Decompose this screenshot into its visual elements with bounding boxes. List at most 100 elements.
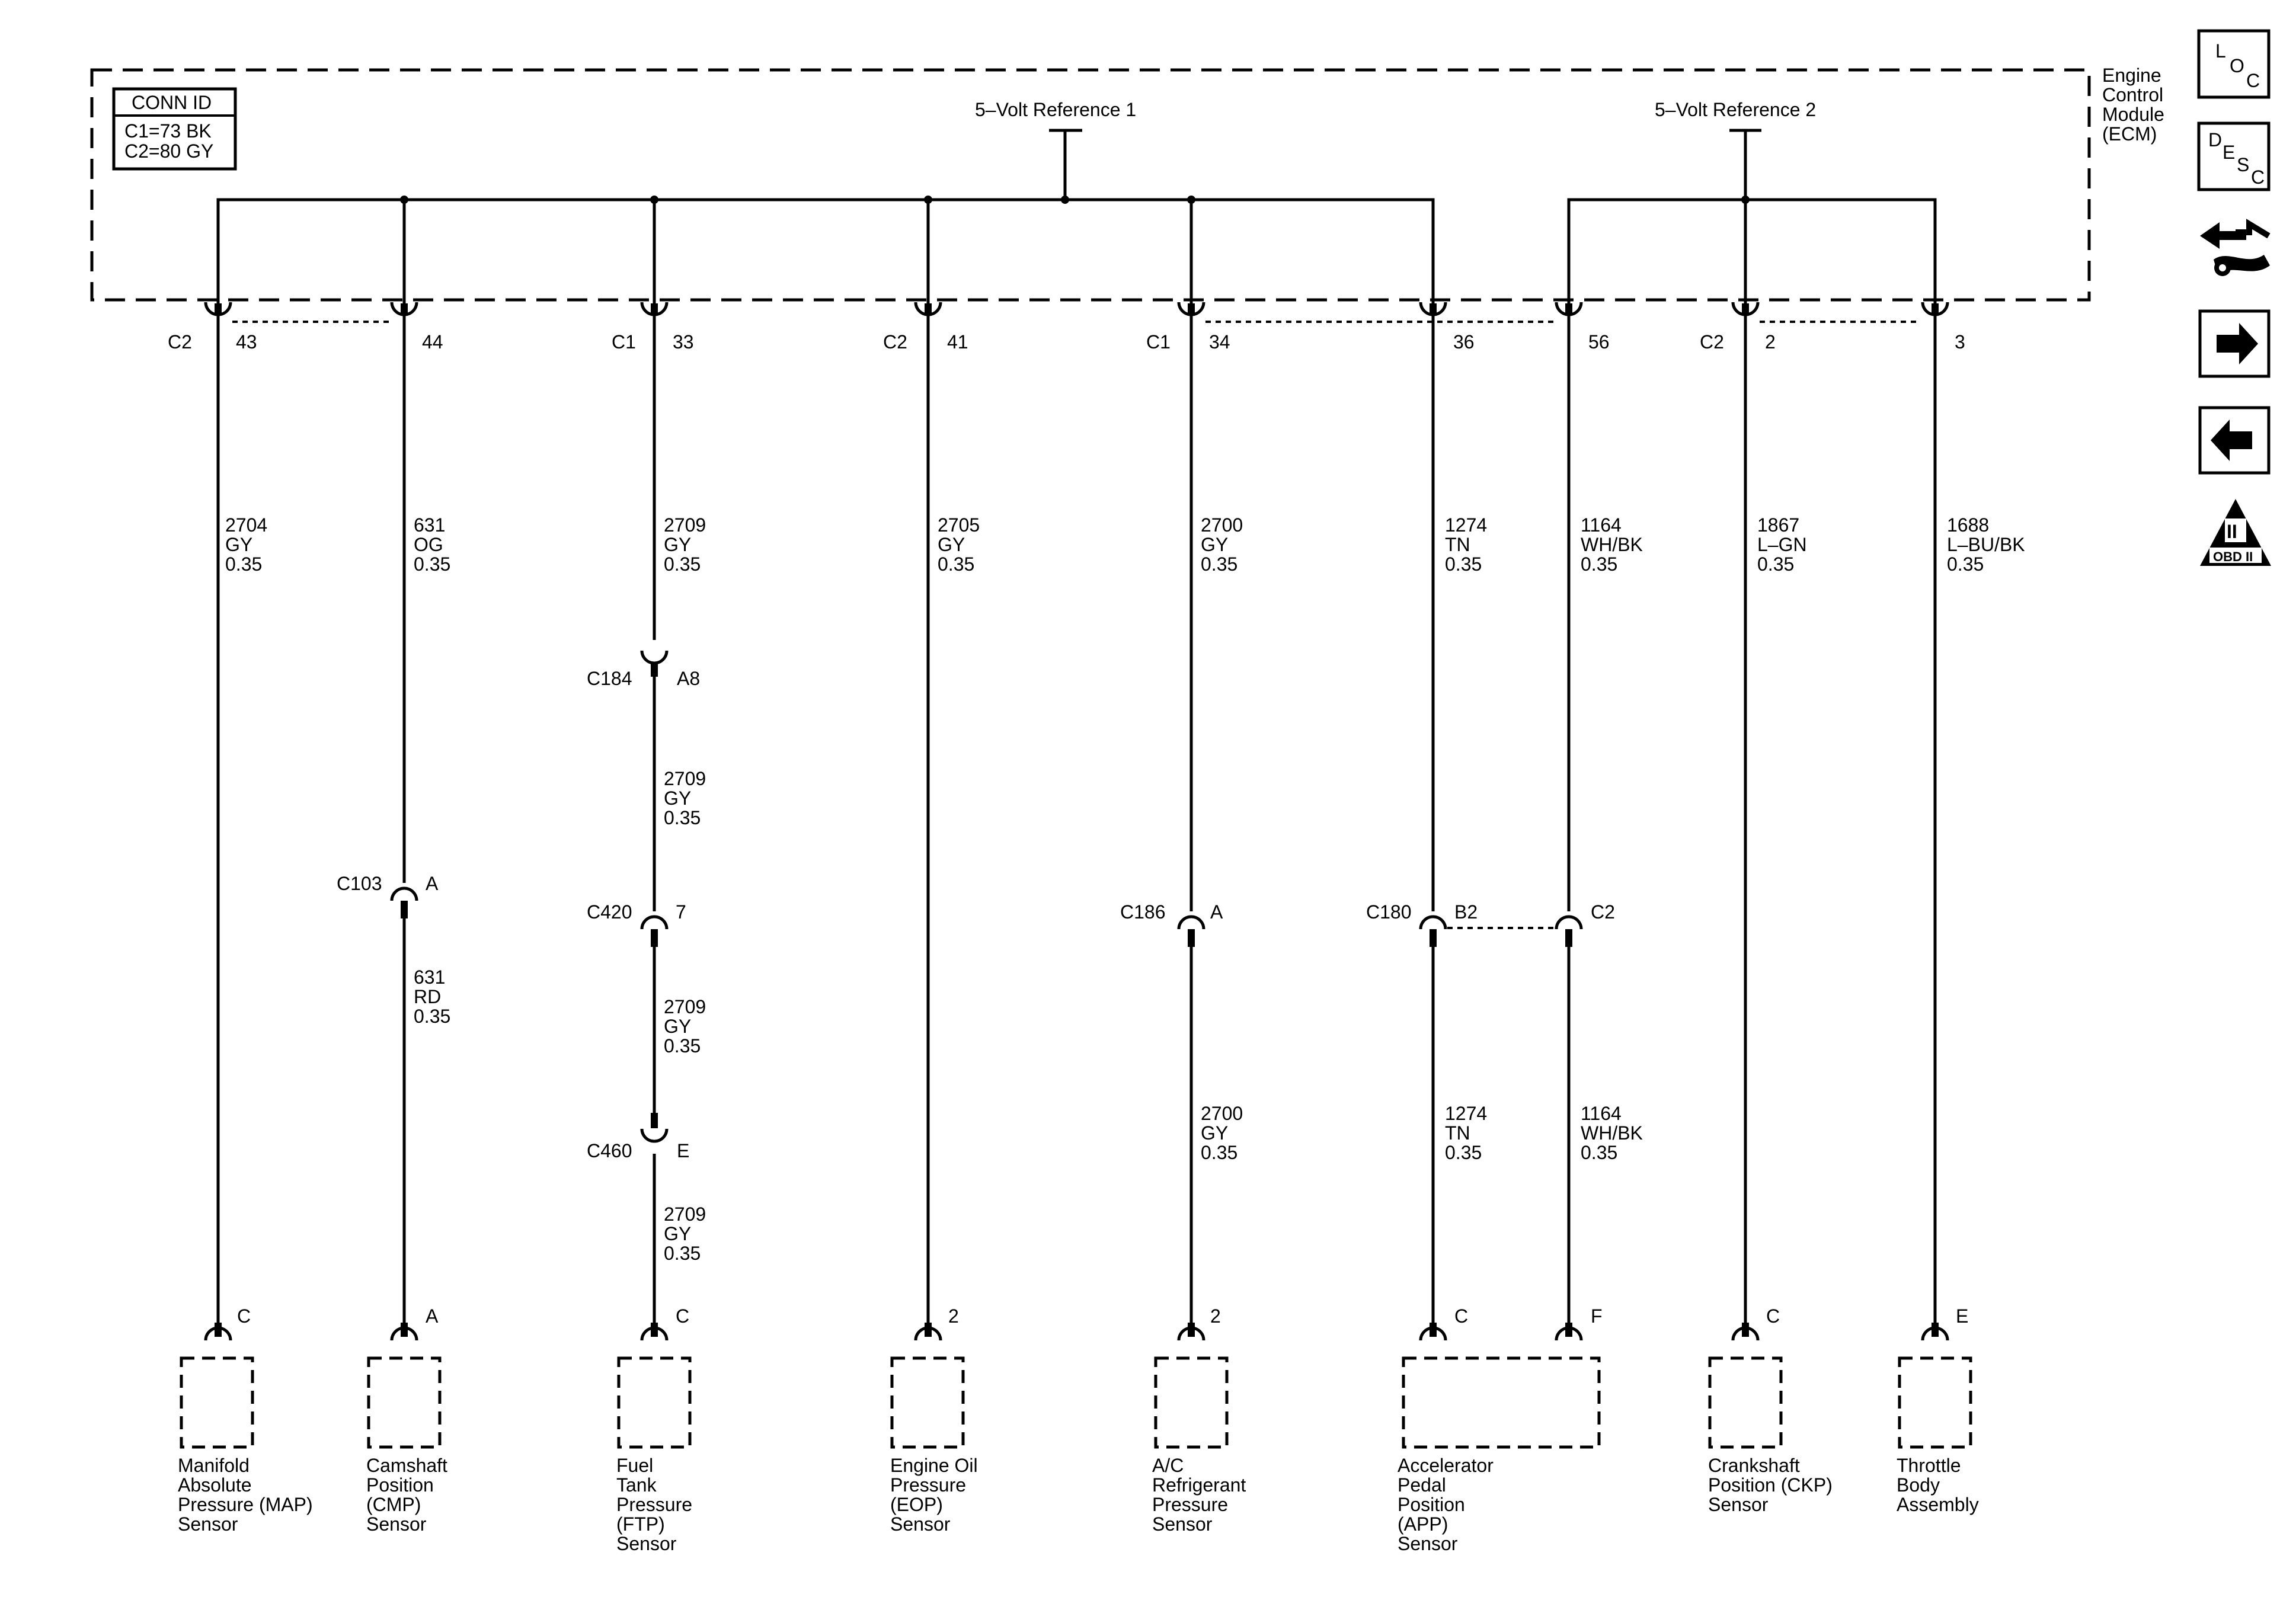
- c420-pin: 7: [676, 901, 686, 923]
- svg-text:C: C: [2246, 70, 2260, 91]
- svg-text:Throttle: Throttle: [1897, 1455, 1961, 1476]
- c103-pin: A: [426, 873, 439, 894]
- ac-sensor-box: [1154, 1356, 1229, 1449]
- svg-text:C: C: [2251, 167, 2265, 188]
- wire-9-circuit: 2709: [664, 768, 706, 789]
- sensor-connectors: C A C 2 2 C F C E: [204, 1305, 1968, 1341]
- wire-4-color: GY: [1201, 534, 1228, 555]
- eop-sensor-label: Engine Oil Pressure (EOP) Sensor: [890, 1455, 978, 1535]
- wire-11-color: GY: [664, 1016, 691, 1037]
- wire-5-circuit: 1274: [1445, 514, 1487, 536]
- ecm-pin-5-number: 36: [1453, 331, 1475, 353]
- ecm-module-boundary: [90, 68, 2091, 302]
- eop-sensor-box: [890, 1356, 965, 1449]
- cmp-sensor-box: [367, 1356, 442, 1449]
- wire-3-circuit: 2705: [938, 514, 980, 536]
- wire-9-gauge: 0.35: [664, 807, 701, 828]
- sensor-pin-ftp: C: [676, 1305, 689, 1327]
- ckp-sensor-box: [1708, 1356, 1783, 1449]
- svg-text:OBD II: OBD II: [2213, 549, 2253, 564]
- svg-text:Assembly: Assembly: [1897, 1494, 1979, 1515]
- svg-text:Sensor: Sensor: [1398, 1533, 1458, 1554]
- c184-name: C184: [587, 668, 632, 689]
- arrow-left-icon[interactable]: [2198, 406, 2271, 475]
- wire-9-color: GY: [664, 788, 691, 809]
- ecm-pin-4-number: 34: [1209, 331, 1230, 353]
- wire-11-gauge: 0.35: [664, 1035, 701, 1057]
- wire-8-circuit: 1688: [1947, 514, 1989, 536]
- wire-10-gauge: 0.35: [414, 1006, 450, 1027]
- ecm-label-line-4: (ECM): [2102, 123, 2157, 145]
- desc-icon[interactable]: D E S C: [2197, 121, 2271, 191]
- wire-15-gauge: 0.35: [1581, 1142, 1617, 1163]
- wire-2-color: GY: [664, 534, 691, 555]
- c186-pin: A: [1210, 901, 1223, 923]
- ckp-sensor-label: Crankshaft Position (CKP) Sensor: [1708, 1455, 1833, 1515]
- conn-id-line-1: C1=73 BK: [124, 120, 212, 142]
- c180-pin-b2: B2: [1454, 901, 1478, 923]
- conn-id-box: CONN ID C1=73 BK C2=80 GY: [112, 87, 237, 171]
- wire-7-color: L–GN: [1757, 534, 1807, 555]
- ac-sensor-label: A/C Refrigerant Pressure Sensor: [1152, 1455, 1246, 1535]
- wire-1-gauge: 0.35: [414, 553, 450, 575]
- svg-text:Tank: Tank: [616, 1474, 657, 1496]
- svg-text:Manifold: Manifold: [178, 1455, 250, 1476]
- svg-text:O: O: [2230, 55, 2244, 76]
- wire-labels-lower: 2709 GY 0.35 631 RD 0.35 2709 GY 0.35 27…: [414, 768, 1643, 1264]
- sensor-pin-app-c: C: [1454, 1305, 1468, 1327]
- arrow-right-icon[interactable]: [2198, 309, 2271, 378]
- ecm-pin-4-connector: C1: [1146, 331, 1171, 353]
- c460-name: C460: [587, 1140, 632, 1161]
- svg-text:Engine Oil: Engine Oil: [890, 1455, 978, 1476]
- svg-text:Refrigerant: Refrigerant: [1152, 1474, 1246, 1496]
- svg-text:Pressure: Pressure: [616, 1494, 692, 1515]
- ecm-module-label: Engine Control Module (ECM): [2102, 65, 2164, 145]
- wire-10-circuit: 631: [414, 966, 445, 988]
- component-labels: Manifold Absolute Pressure (MAP) Sensor …: [178, 1455, 1979, 1554]
- sensor-pin-map: C: [237, 1305, 251, 1327]
- ftp-sensor-label: Fuel Tank Pressure (FTP) Sensor: [616, 1455, 692, 1554]
- wire-13-color: GY: [1201, 1122, 1228, 1144]
- ecm-label-line-1: Engine: [2102, 65, 2161, 86]
- wire-11-circuit: 2709: [664, 996, 706, 1017]
- wire-14-color: TN: [1445, 1122, 1470, 1144]
- ecm-pin-3-connector: C2: [883, 331, 907, 353]
- app-sensor-box: [1402, 1356, 1601, 1449]
- c186-name: C186: [1120, 901, 1166, 923]
- ecm-label-line-2: Control: [2102, 84, 2163, 105]
- svg-text:S: S: [2237, 154, 2249, 175]
- svg-text:Crankshaft: Crankshaft: [1708, 1455, 1800, 1476]
- loc-icon[interactable]: L O C: [2197, 29, 2271, 99]
- sensor-pin-cmp: A: [426, 1305, 439, 1327]
- obd-ii-icon[interactable]: II OBD II: [2200, 499, 2271, 566]
- wire-1-color: OG: [414, 534, 443, 555]
- svg-text:Pressure (MAP): Pressure (MAP): [178, 1494, 313, 1515]
- wire-14-circuit: 1274: [1445, 1103, 1487, 1124]
- wire-0-circuit: 2704: [225, 514, 267, 536]
- svg-text:Sensor: Sensor: [178, 1513, 238, 1535]
- tb-assembly-box: [1898, 1356, 1972, 1449]
- svg-text:Position: Position: [366, 1474, 434, 1496]
- sensor-pin-tb: E: [1956, 1305, 1968, 1327]
- sensor-pin-ac: 2: [1210, 1305, 1221, 1327]
- inline-connectors: C184 A8 C103 A C420 7 C460 E C186 A C180…: [337, 650, 1615, 1161]
- schematic-wrench-icon[interactable]: [2200, 219, 2271, 276]
- ecm-pin-2-connector: C1: [612, 331, 636, 353]
- wire-4-gauge: 0.35: [1201, 553, 1237, 575]
- conn-id-title: CONN ID: [132, 92, 212, 113]
- sensor-components: [180, 1356, 1972, 1449]
- svg-text:Pressure: Pressure: [890, 1474, 966, 1496]
- svg-text:Fuel: Fuel: [616, 1455, 653, 1476]
- ecm-pin-6-number: 56: [1588, 331, 1610, 353]
- reference-1: 5–Volt Reference 1: [216, 99, 1435, 314]
- wire-12-color: GY: [664, 1223, 691, 1244]
- svg-text:(CMP): (CMP): [366, 1494, 421, 1515]
- svg-text:Body: Body: [1897, 1474, 1940, 1496]
- ecm-pin-7-connector: C2: [1700, 331, 1724, 353]
- wire-0-color: GY: [225, 534, 252, 555]
- ecm-pin-7-number: 2: [1765, 331, 1776, 353]
- circuit-wires: [216, 315, 1937, 1323]
- wire-labels-upper: 2704 GY 0.35 631 OG 0.35 2709 GY 0.35 27…: [225, 514, 2025, 575]
- wire-7-circuit: 1867: [1757, 514, 1799, 536]
- app-sensor-label: Accelerator Pedal Position (APP) Sensor: [1398, 1455, 1494, 1554]
